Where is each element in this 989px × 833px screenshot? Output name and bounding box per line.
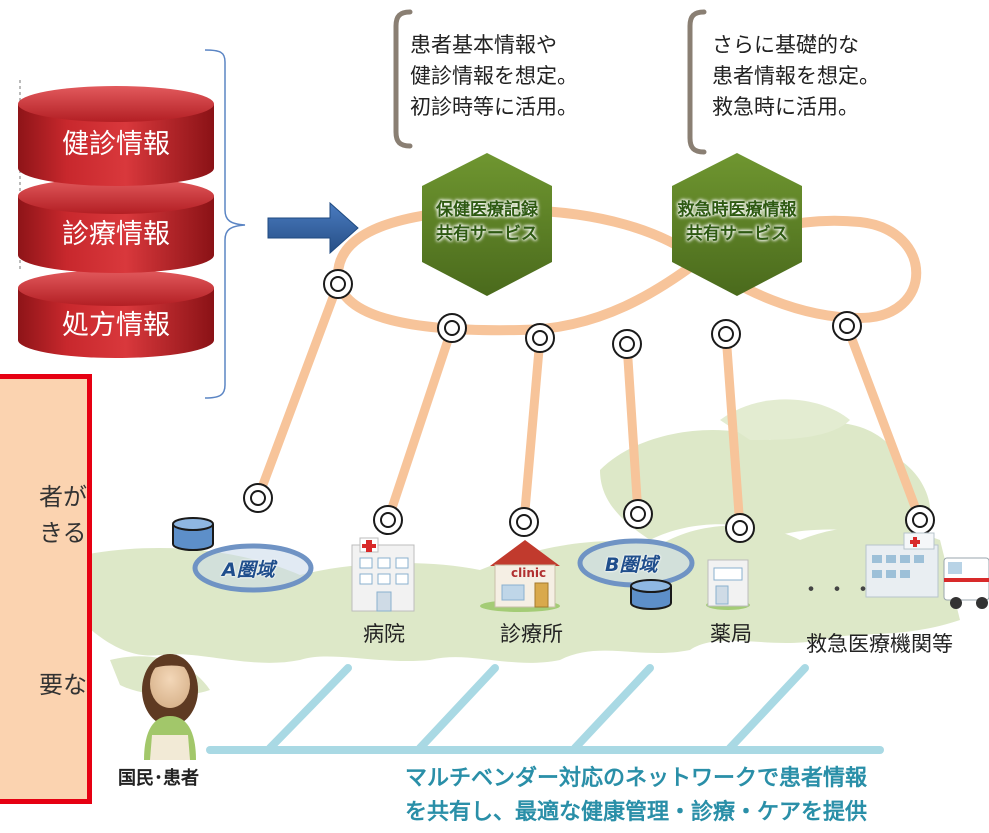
- hospital-icon: [351, 537, 415, 612]
- clinic-icon: [480, 540, 560, 612]
- note-bracket-right: [687, 9, 707, 155]
- emergency-service-line2: 共有サービス: [686, 224, 788, 244]
- health-record-service-hexagon: [422, 153, 552, 296]
- note-emergency-line3: 救急時に活用。: [712, 95, 859, 119]
- panel-line1: 者が: [39, 483, 87, 511]
- multivendor-network: [206, 664, 884, 754]
- records-bracket: [204, 49, 246, 399]
- health-service-line1: 保健医療記録: [436, 200, 538, 220]
- left-info-panel: 者が きる 要な: [0, 374, 92, 804]
- note-basic-line1: 患者基本情報や: [410, 33, 557, 57]
- region-b-db-icon: [630, 579, 672, 610]
- panel-line2: きる: [39, 519, 87, 547]
- ring-nodes: [323, 269, 862, 359]
- emergency-service-hexagon: [672, 153, 802, 296]
- panel-line3: 要な: [39, 671, 87, 699]
- citizen-figure-icon: [142, 654, 198, 760]
- health-record-service-label: 保健医療記録 共有サービス: [404, 198, 570, 246]
- note-emergency-line2: 患者情報を想定。: [712, 64, 880, 88]
- network-message-line1: マルチベンダー対応のネットワークで患者情報: [404, 766, 867, 791]
- network-message-line2: を共有し、最適な健康管理・診療・ケアを提供: [404, 800, 867, 825]
- note-basic-line2: 健診情報を想定。: [410, 64, 578, 88]
- record-label-checkup: 健診情報: [62, 129, 170, 160]
- pharmacy-label: 薬局: [710, 622, 752, 646]
- pharmacy-icon: [706, 559, 750, 610]
- record-label-medical: 診療情報: [62, 219, 170, 250]
- record-label-prescription: 処方情報: [62, 310, 170, 341]
- note-emergency-info: さらに基礎的な 患者情報を想定。 救急時に活用。: [712, 30, 880, 123]
- region-a-db-icon: [172, 517, 214, 551]
- flow-arrow: [267, 201, 359, 255]
- ambulance-icon: [943, 557, 989, 609]
- region-a-label: A圏域: [222, 559, 275, 581]
- network-message: マルチベンダー対応のネットワークで患者情報 を共有し、最適な健康管理・診療・ケア…: [316, 762, 956, 830]
- note-basic-info: 患者基本情報や 健診情報を想定。 初診時等に活用。: [410, 30, 578, 123]
- note-bracket-left: [393, 9, 413, 149]
- health-service-line2: 共有サービス: [436, 224, 538, 244]
- emergency-hospital-icon: [865, 532, 939, 598]
- clinic-label: 診療所: [500, 622, 563, 646]
- citizen-label: 国民･患者: [118, 768, 199, 789]
- region-a-ellipse: [192, 543, 314, 593]
- record-cylinders: [18, 86, 214, 358]
- clinic-sign: clinic: [511, 566, 547, 580]
- note-emergency-line1: さらに基礎的な: [712, 33, 859, 57]
- region-b-label: B圏域: [605, 554, 658, 576]
- facility-nodes: [243, 483, 935, 543]
- note-basic-line3: 初診時等に活用。: [410, 95, 578, 119]
- more-facilities-ellipsis: ・・・: [800, 578, 879, 603]
- network-spokes: [253, 279, 925, 533]
- emergency-service-line1: 救急時医療情報: [677, 200, 797, 220]
- emergency-facility-label: 救急医療機関等: [806, 632, 953, 656]
- emergency-service-label: 救急時医療情報 共有サービス: [650, 198, 824, 246]
- hospital-label: 病院: [363, 622, 405, 646]
